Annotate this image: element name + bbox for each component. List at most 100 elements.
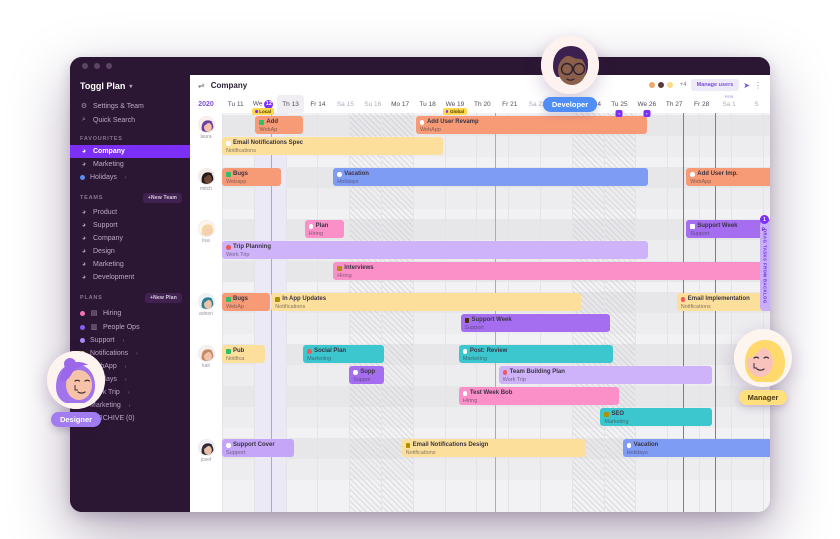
- sidebar-item-company[interactable]: ◕ Company: [70, 145, 190, 158]
- window-minimize-dot[interactable]: [94, 63, 100, 69]
- avatar[interactable]: [647, 81, 656, 89]
- date-cell[interactable]: We 26▪: [633, 95, 660, 117]
- sidebar-item-team-design[interactable]: ◕ Design: [70, 245, 190, 258]
- person-row-header[interactable]: lisa: [190, 220, 222, 244]
- sidebar-item-team-marketing[interactable]: ◕ Marketing: [70, 258, 190, 271]
- chevron-right-icon[interactable]: ›: [128, 402, 131, 409]
- sidebar-item-archive[interactable]: ARCHIVE (0): [70, 412, 190, 425]
- sidebar-item-team-development[interactable]: ◕ Development: [70, 271, 190, 284]
- date-label: Sa 15: [336, 100, 354, 108]
- persona-designer[interactable]: Designer: [47, 351, 105, 427]
- chevron-right-icon[interactable]: ›: [124, 363, 127, 370]
- new-plan-button[interactable]: +New Plan: [145, 293, 182, 303]
- window-maximize-dot[interactable]: [106, 63, 112, 69]
- chevron-right-icon[interactable]: ›: [127, 389, 130, 396]
- sidebar-item-team-company[interactable]: ◕ Company: [70, 232, 190, 245]
- avatar[interactable]: [665, 81, 674, 89]
- filter-icon[interactable]: ⇌: [198, 80, 205, 90]
- person-row-header[interactable]: adrien: [190, 293, 222, 317]
- date-cell[interactable]: Su 16: [359, 95, 386, 113]
- app-brand[interactable]: Toggl Plan ▾: [70, 79, 190, 99]
- avatar[interactable]: [197, 116, 215, 133]
- task-title-text: Bugs: [233, 296, 248, 302]
- sidebar-item-holidays-fav[interactable]: Holidays ›: [70, 171, 190, 184]
- avatar[interactable]: [197, 168, 215, 185]
- date-cell[interactable]: Tu 18: [414, 95, 441, 113]
- task-bar[interactable]: Add User Imp.WebApp: [686, 168, 770, 186]
- milestone-marker[interactable]: ▪: [615, 110, 623, 117]
- new-team-button[interactable]: +New Team: [142, 193, 182, 203]
- task-title-text: Supp: [360, 369, 376, 375]
- chevron-right-icon[interactable]: ›: [124, 174, 127, 181]
- milestone-marker[interactable]: ▪: [643, 110, 651, 117]
- date-cell[interactable]: Fr 21: [496, 95, 523, 113]
- date-cell[interactable]: Tu 11: [222, 95, 249, 113]
- persona-developer[interactable]: Developer: [541, 36, 599, 112]
- date-cell[interactable]: Th 27: [661, 95, 688, 113]
- chevron-right-icon[interactable]: ›: [136, 350, 138, 357]
- date-cell[interactable]: Mo 17: [386, 95, 413, 113]
- sidebar-item-settings-team[interactable]: ⚙ Settings & Team: [70, 99, 190, 113]
- sidebar-item-team-product[interactable]: ◕ Product: [70, 206, 190, 219]
- person-row-header[interactable]: laura: [190, 116, 222, 140]
- date-cell[interactable]: Tu 25▪: [606, 95, 633, 117]
- avatar[interactable]: [197, 293, 215, 310]
- date-cell[interactable]: Th 20: [469, 95, 496, 113]
- manage-users-button[interactable]: Manage users: [690, 79, 740, 91]
- chevron-down-icon[interactable]: ▾: [129, 83, 133, 90]
- chevron-right-icon[interactable]: ›: [124, 376, 127, 383]
- person-row-header[interactable]: josef: [190, 439, 222, 463]
- date-cell[interactable]: Fr 28: [688, 95, 715, 113]
- date-cell[interactable]: S: [743, 95, 770, 113]
- person-row-header[interactable]: kati: [190, 345, 222, 369]
- avatar[interactable]: [197, 345, 215, 362]
- backlog-drawer-tab[interactable]: 1 ᴘ DRAG TASKS FROM BACKLOG: [760, 215, 770, 311]
- chevron-right-icon[interactable]: ›: [122, 337, 125, 344]
- avatar[interactable]: [197, 439, 215, 456]
- avatar[interactable]: [197, 220, 215, 237]
- sidebar-item-plan-people-ops[interactable]: ▥ People Ops: [70, 320, 190, 334]
- date-cell[interactable]: Sa 22: [523, 95, 550, 113]
- date-cell[interactable]: Fr 14: [304, 95, 331, 113]
- share-icon[interactable]: ➤: [743, 80, 750, 90]
- sidebar-item-plan-hiring[interactable]: ▤ Hiring: [70, 306, 190, 320]
- window-close-dot[interactable]: [82, 63, 88, 69]
- sidebar-item-team-support[interactable]: ◕ Support: [70, 219, 190, 232]
- sidebar-item-marketing-fav[interactable]: ◕ Marketing: [70, 158, 190, 171]
- avatar[interactable]: [656, 81, 665, 89]
- more-options-icon[interactable]: ⋮: [754, 80, 762, 90]
- date-cell[interactable]: Sa 15: [332, 95, 359, 113]
- persona-manager[interactable]: Manager: [734, 329, 792, 405]
- person-row-header[interactable]: mitch: [190, 168, 222, 192]
- date-cell[interactable]: Th 13: [276, 95, 305, 113]
- sidebar-item-plan-support[interactable]: Support ›: [70, 334, 190, 347]
- sidebar-item-quick-search[interactable]: ⌕ Quick Search: [70, 113, 190, 127]
